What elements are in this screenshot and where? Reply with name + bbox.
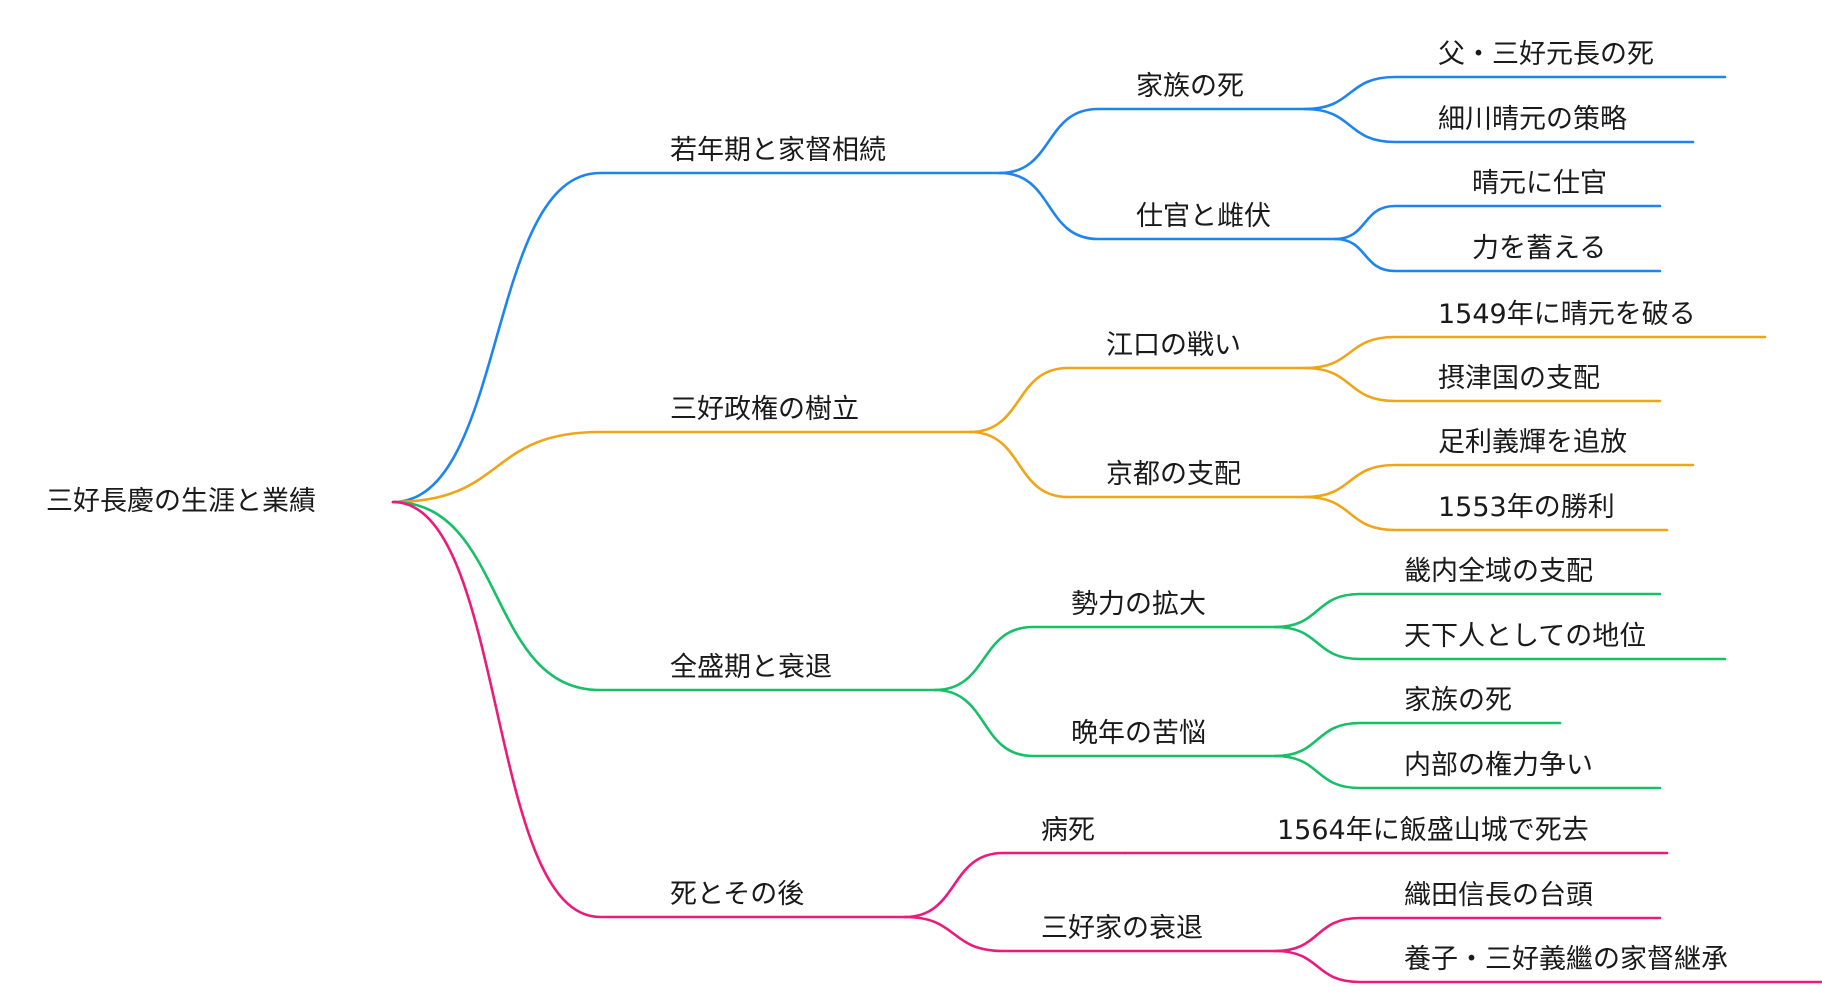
edge-leaf-2-1-1	[1303, 335, 1767, 370]
leaf-label-2-1-1[interactable]: 1549年に晴元を破る	[1438, 299, 1696, 330]
leaf-label-1-2-1[interactable]: 晴元に仕官	[1472, 168, 1607, 199]
edge-leaf-3-1-1	[1273, 592, 1662, 629]
branch-label-4[interactable]: 死とその後	[670, 879, 804, 910]
sub-label-4-1[interactable]: 病死	[1041, 815, 1095, 846]
branch-label-2[interactable]: 三好政権の樹立	[670, 394, 859, 425]
edge-leaf-1-1-1	[1303, 75, 1727, 111]
edge-branch-1	[391, 171, 1002, 504]
leaf-label-3-2-2[interactable]: 内部の権力争い	[1404, 750, 1593, 781]
edge-sub-3-1	[933, 625, 1277, 692]
sub-label-2-1[interactable]: 江口の戦い	[1106, 330, 1241, 361]
leaf-label-1-1-2[interactable]: 細川晴元の策略	[1438, 104, 1627, 135]
sub-label-1-2[interactable]: 仕官と雌伏	[1136, 201, 1271, 232]
edge-leaf-3-1-2	[1273, 625, 1727, 661]
edge-branch-3	[391, 500, 937, 692]
edge-sub-4-1	[903, 851, 1127, 919]
branch-label-3[interactable]: 全盛期と衰退	[670, 652, 832, 683]
sub-label-4-2[interactable]: 三好家の衰退	[1041, 913, 1203, 944]
edge-sub-1-2	[998, 171, 1337, 241]
leaf-label-3-1-2[interactable]: 天下人としての地位	[1404, 621, 1646, 652]
edge-leaf-4-2-2	[1273, 949, 1822, 984]
edge-leaf-1-2-2	[1333, 237, 1662, 273]
edge-sub-2-2	[968, 430, 1307, 499]
edge-leaf-1-2-1	[1333, 204, 1662, 241]
edges-layer	[391, 75, 1822, 984]
edge-branch-4	[391, 500, 907, 919]
edge-branch-2	[391, 430, 972, 504]
branch-label-1[interactable]: 若年期と家督相続	[670, 135, 886, 166]
edge-leaf-3-2-1	[1273, 721, 1562, 758]
sub-label-3-2[interactable]: 晩年の苦悩	[1071, 718, 1206, 749]
edge-sub-4-2	[903, 915, 1277, 953]
leaf-label-4-2-2[interactable]: 養子・三好義繼の家督継承	[1404, 944, 1728, 975]
root-node-label[interactable]: 三好長慶の生涯と業績	[46, 486, 316, 517]
leaf-label-4-1-1[interactable]: 1564年に飯盛山城で死去	[1277, 815, 1589, 846]
edge-leaf-4-2-1	[1273, 916, 1662, 953]
leaf-label-2-2-1[interactable]: 足利義輝を追放	[1438, 427, 1627, 458]
leaf-label-4-2-1[interactable]: 織田信長の台頭	[1404, 880, 1593, 911]
edge-leaf-2-1-2	[1303, 366, 1662, 403]
edge-leaf-1-1-2	[1303, 107, 1695, 144]
sub-label-1-1[interactable]: 家族の死	[1136, 71, 1244, 102]
leaf-label-2-2-2[interactable]: 1553年の勝利	[1438, 492, 1615, 523]
edge-leaf-2-2-1	[1303, 463, 1695, 499]
leaf-label-3-2-1[interactable]: 家族の死	[1404, 685, 1512, 716]
labels-layer: 三好長慶の生涯と業績 若年期と家督相続家族の死父・三好元長の死細川晴元の策略仕官…	[46, 39, 1728, 975]
leaf-label-1-1-1[interactable]: 父・三好元長の死	[1438, 39, 1654, 70]
edge-sub-1-1	[998, 107, 1307, 175]
leaf-label-3-1-1[interactable]: 畿内全域の支配	[1404, 556, 1593, 587]
edge-sub-3-2	[933, 688, 1277, 758]
edge-leaf-3-2-2	[1273, 754, 1662, 790]
sub-label-2-2[interactable]: 京都の支配	[1106, 459, 1241, 490]
sub-label-3-1[interactable]: 勢力の拡大	[1071, 589, 1206, 620]
edge-leaf-2-2-2	[1303, 495, 1669, 532]
edge-sub-2-1	[968, 366, 1307, 434]
leaf-label-1-2-2[interactable]: 力を蓄える	[1472, 233, 1606, 264]
leaf-label-2-1-2[interactable]: 摂津国の支配	[1438, 363, 1600, 394]
